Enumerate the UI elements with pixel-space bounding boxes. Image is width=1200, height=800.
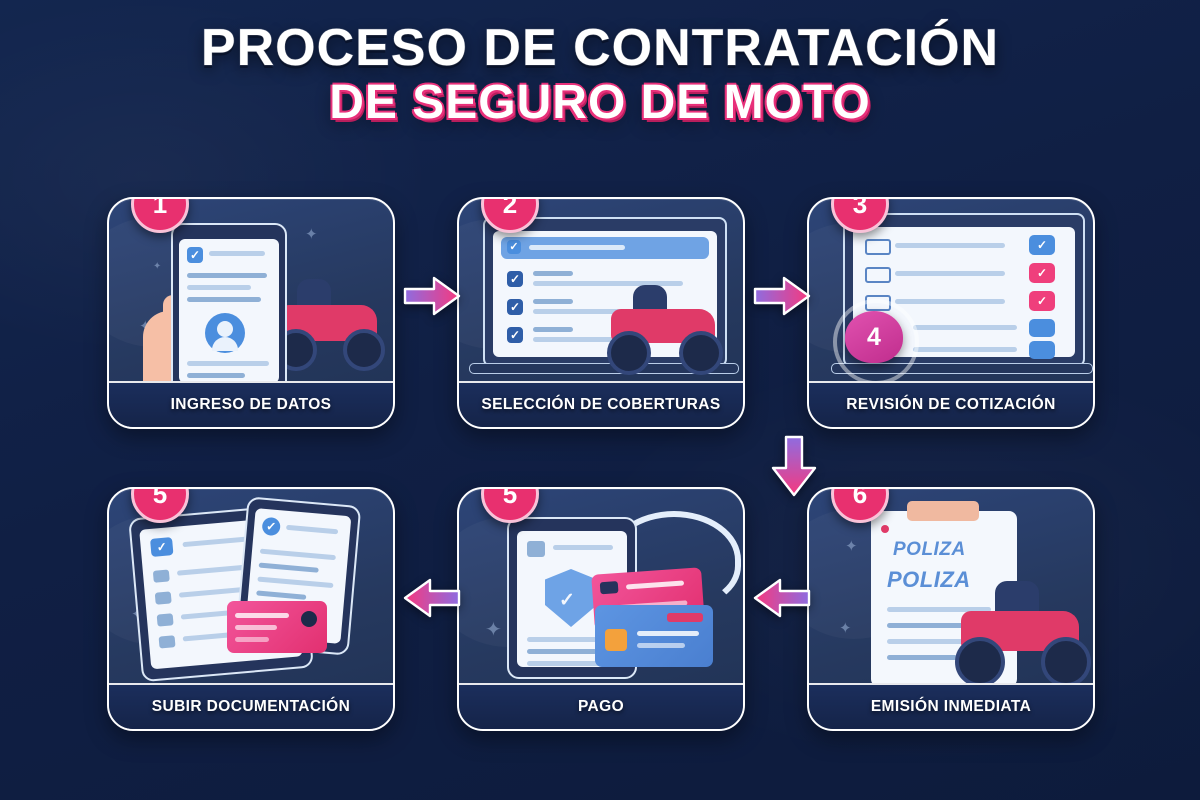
step-card-revision-de-cotizacion[interactable]: 3 ✓ ✓ ✓ [807,197,1095,429]
steps-grid: 1 ✦ ✦ ✦ [107,197,1095,731]
steps-row-bottom: 5 ✦ ✦ ✓ [107,435,1095,731]
step-card-emision-inmediata[interactable]: 6 ✦ ✦ POLIZA POLIZA [807,487,1095,731]
step-1-illustration: ✦ ✦ ✦ ✓ [109,199,393,383]
arrow-step6-to-step5-pago [753,575,811,626]
step-4-label: SUBIR DOCUMENTACIÓN [109,683,393,729]
step-card-ingreso-de-datos[interactable]: 1 ✦ ✦ ✦ [107,197,395,429]
motorcycle-icon [603,285,723,375]
title-block: PROCESO DE CONTRATACIÓN DE SEGURO DE MOT… [0,19,1200,130]
arrow-step2-to-step3 [753,273,811,324]
step-2-label: SELECCIÓN DE COBERTURAS [459,381,743,427]
motorcycle-icon [269,279,389,374]
step-5-label: PAGO [459,683,743,729]
arrow-step3-to-step6 [769,435,819,502]
step-6-illustration: ✦ ✦ POLIZA POLIZA [809,489,1093,685]
step-3-label: REVISIÓN DE COTIZACIÓN [809,381,1093,427]
step-6-label: EMISIÓN INMEDIATA [809,683,1093,729]
step-4-illustration: ✦ ✦ ✓ [109,489,393,685]
page-title: PROCESO DE CONTRATACIÓN [200,19,1000,77]
piggy-bank-icon: 4 [845,311,903,363]
inner-badge-4: 4 [867,322,881,351]
step-2-illustration: ✓ ✓ ✓ ✓ [459,199,743,383]
step-card-pago[interactable]: 5 ✦ ✦ ✓ [457,487,745,731]
policy-text-1: POLIZA [893,539,966,560]
step-card-subir-documentacion[interactable]: 5 ✦ ✦ ✓ [107,487,395,731]
step-5-illustration: ✦ ✦ ✓ [459,489,743,685]
policy-text-2: POLIZA [887,567,971,592]
id-card-icon [227,601,327,653]
laptop-icon: ✓ ✓ ✓ ✓ [483,217,727,367]
steps-row-top: 1 ✦ ✦ ✦ [107,197,1095,429]
arrow-pago-to-subir-documentacion [403,575,461,626]
motorcycle-icon [951,581,1091,685]
page-subtitle: DE SEGURO DE MOTO [329,76,871,130]
step-3-illustration: ✓ ✓ ✓ [809,199,1093,383]
credit-card-icon [595,605,713,667]
step-card-seleccion-de-coberturas[interactable]: 2 ✓ ✓ ✓ ✓ [457,197,745,429]
arrow-step1-to-step2 [403,273,461,324]
step-1-label: INGRESO DE DATOS [109,381,393,427]
